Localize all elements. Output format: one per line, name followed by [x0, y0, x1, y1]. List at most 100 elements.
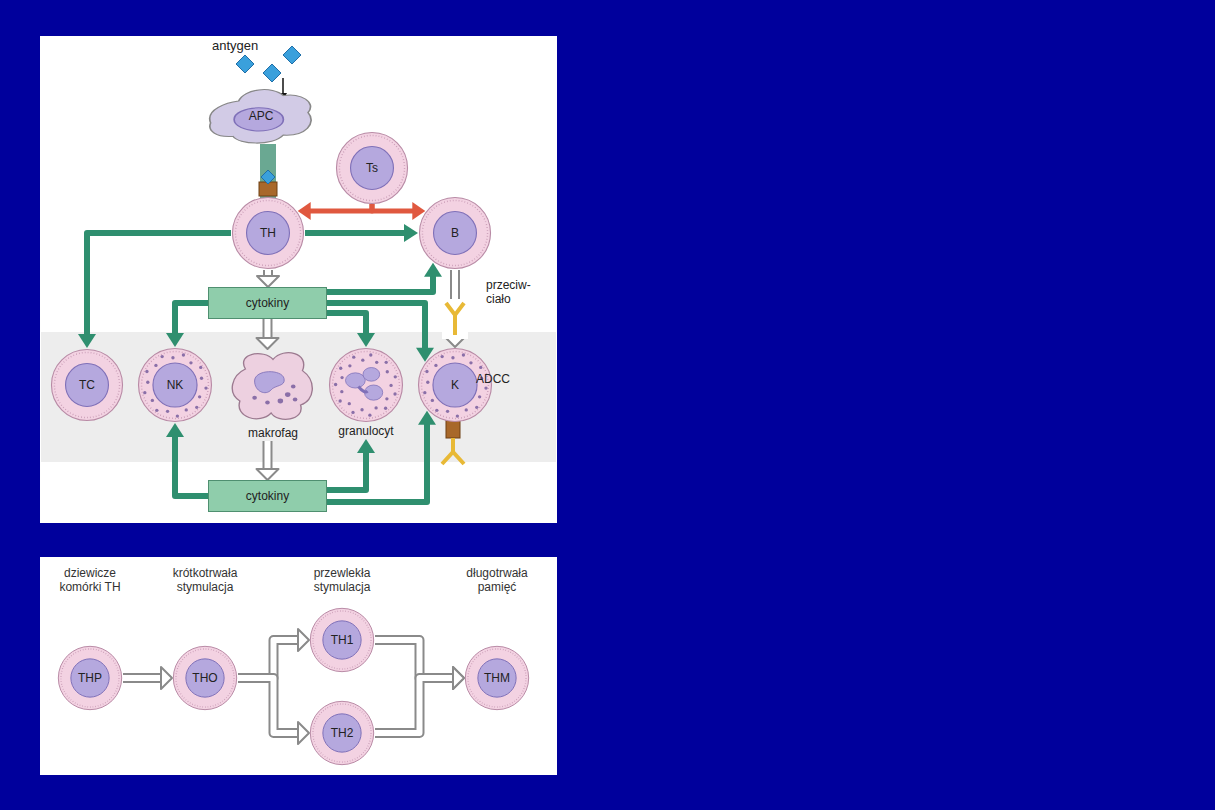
fc-receptor — [442, 420, 464, 464]
node-label: granulocyt — [338, 424, 393, 438]
node-label: K — [451, 378, 459, 392]
connector-line — [375, 678, 454, 733]
label: przeciw- ciało — [486, 278, 542, 307]
arrowhead — [298, 629, 309, 651]
arrowhead — [404, 224, 418, 242]
connector-line — [260, 144, 276, 198]
connector-line — [327, 452, 366, 490]
connector-inner — [123, 675, 162, 681]
arrowhead — [257, 338, 279, 349]
node-label: TH2 — [331, 726, 354, 740]
connector — [375, 667, 464, 733]
bottom-panel — [40, 557, 557, 775]
arrowhead — [453, 667, 464, 689]
node-label: THM — [484, 671, 510, 685]
connector-line — [87, 233, 231, 335]
arrowhead — [453, 667, 464, 689]
connector — [327, 263, 442, 292]
node-label: cytokiny — [246, 489, 289, 503]
connector — [257, 319, 279, 349]
connector-line — [263, 441, 273, 470]
connector-line — [175, 436, 208, 496]
connector-line — [238, 678, 299, 733]
cell-node: TH1 — [309, 607, 375, 673]
node-label: THP — [78, 671, 102, 685]
connector-line — [263, 319, 273, 339]
connector-inner — [238, 678, 299, 733]
connector-line — [238, 640, 299, 678]
label: ADCC — [476, 372, 526, 386]
node-label: TH — [260, 226, 276, 240]
connector-inner — [238, 640, 299, 678]
cell-shape — [328, 347, 404, 423]
arrowhead — [357, 333, 375, 347]
node-label: THO — [192, 671, 217, 685]
cell-node: THO — [172, 645, 238, 711]
connector-inner — [375, 640, 454, 678]
connector — [327, 313, 375, 347]
connector — [327, 439, 375, 490]
cell-node: THM — [464, 645, 530, 711]
cell-node: TH2 — [309, 700, 375, 766]
cytokine-box: cytokiny — [208, 480, 327, 512]
cell-shape — [227, 345, 319, 425]
connector-line — [175, 303, 208, 334]
cell-node: NK — [137, 347, 213, 423]
label: przewlekła stymulacja — [295, 566, 389, 595]
node-label: TH1 — [331, 633, 354, 647]
cell-node: APC — [205, 82, 317, 150]
cell-node: Ts — [335, 131, 409, 205]
node-label: APC — [249, 109, 274, 123]
label: antygen — [212, 38, 282, 54]
node-label: B — [451, 226, 459, 240]
node-label: makrofag — [248, 426, 298, 440]
connector — [123, 667, 172, 689]
connector-line — [375, 640, 454, 678]
connector — [166, 303, 208, 347]
connector-line — [327, 303, 425, 349]
cell-node: THP — [57, 645, 123, 711]
cell-node: granulocyt — [328, 347, 404, 439]
connector — [238, 678, 309, 744]
connector-line — [372, 204, 413, 211]
arrowhead — [78, 334, 96, 348]
connector — [257, 441, 279, 480]
node-label: cytokiny — [246, 296, 289, 310]
connector — [166, 423, 208, 496]
arrowhead — [357, 439, 375, 453]
connector-inner — [265, 441, 271, 470]
arrowhead — [298, 722, 309, 744]
arrowhead — [166, 423, 184, 437]
top-panel — [40, 36, 557, 523]
cell-node: B — [418, 196, 492, 270]
connector-line — [123, 673, 162, 683]
node-label: TC — [79, 378, 95, 392]
scan-band — [41, 332, 556, 462]
receptor — [259, 170, 277, 196]
connector-inner — [265, 319, 271, 339]
connector — [372, 202, 425, 220]
connector — [305, 224, 418, 242]
connector — [238, 629, 309, 678]
cell-node: makrofag — [227, 345, 319, 441]
arrowhead — [257, 276, 279, 287]
node-label: Ts — [366, 161, 378, 175]
arrowhead — [161, 667, 172, 689]
label: długotrwała pamięć — [450, 566, 544, 595]
connector — [298, 202, 372, 220]
connector — [257, 270, 279, 287]
cell-node: TH — [231, 196, 305, 270]
label: dziewicze komórki TH — [45, 566, 135, 595]
cytokine-box: cytokiny — [208, 287, 327, 319]
connector-line — [310, 204, 372, 211]
arrowhead — [257, 469, 279, 480]
connector-line — [327, 313, 366, 334]
arrowhead — [166, 333, 184, 347]
connector-inner — [375, 678, 454, 733]
cell-node: TC — [50, 348, 124, 422]
connector-line — [305, 230, 405, 236]
connector-line — [327, 424, 427, 502]
label: krótkotrwała stymulacja — [158, 566, 252, 595]
antibody — [442, 299, 468, 339]
